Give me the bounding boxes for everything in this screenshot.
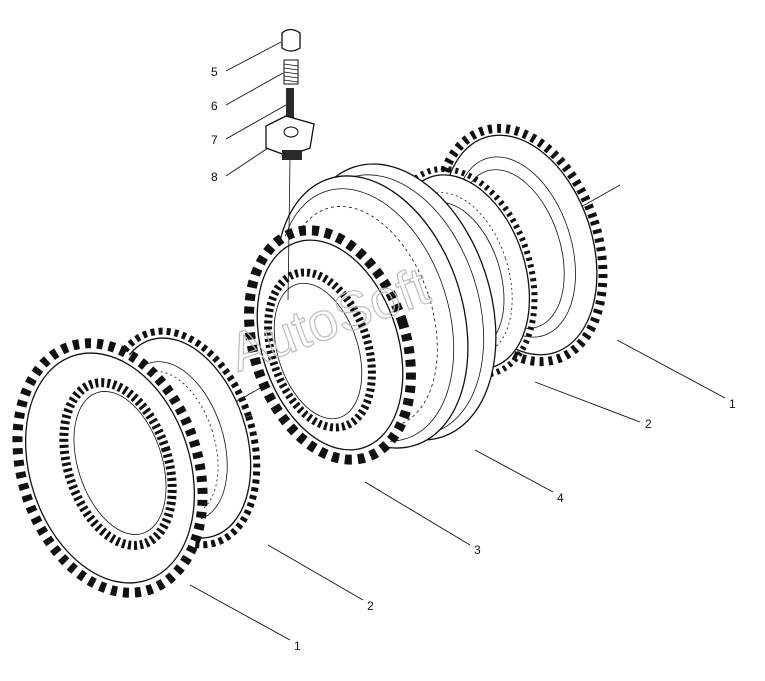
- callout-4: 4: [557, 491, 564, 505]
- callout-7: 7: [211, 133, 218, 147]
- leader-3: [364, 481, 471, 546]
- leader-4: [474, 449, 554, 493]
- leader-2-left: [267, 544, 364, 601]
- leader-7: [225, 104, 287, 140]
- callout-8: 8: [211, 170, 218, 184]
- callout-3: 3: [474, 543, 481, 557]
- part-5-cap: [281, 28, 301, 52]
- part-3-synchronizer-hub: [244, 225, 416, 465]
- callout-1-left: 1: [294, 639, 301, 653]
- part-6-spring: [283, 59, 299, 85]
- part-8-block: [265, 115, 315, 160]
- callout-1-right: 1: [729, 397, 736, 411]
- leader-5: [225, 41, 282, 72]
- leader-1-left: [189, 584, 291, 641]
- callout-5: 5: [211, 65, 218, 79]
- callout-2-left: 2: [367, 599, 374, 613]
- part-7-pin: [286, 88, 294, 118]
- part-1-left-gear-ring: [12, 338, 208, 598]
- detent-axis: [287, 159, 291, 301]
- leader-8: [225, 147, 269, 177]
- leader-6: [225, 72, 284, 106]
- callout-6: 6: [211, 99, 218, 113]
- callout-2-right: 2: [645, 417, 652, 431]
- leader-2-right: [534, 381, 641, 423]
- leader-1-right: [616, 339, 726, 399]
